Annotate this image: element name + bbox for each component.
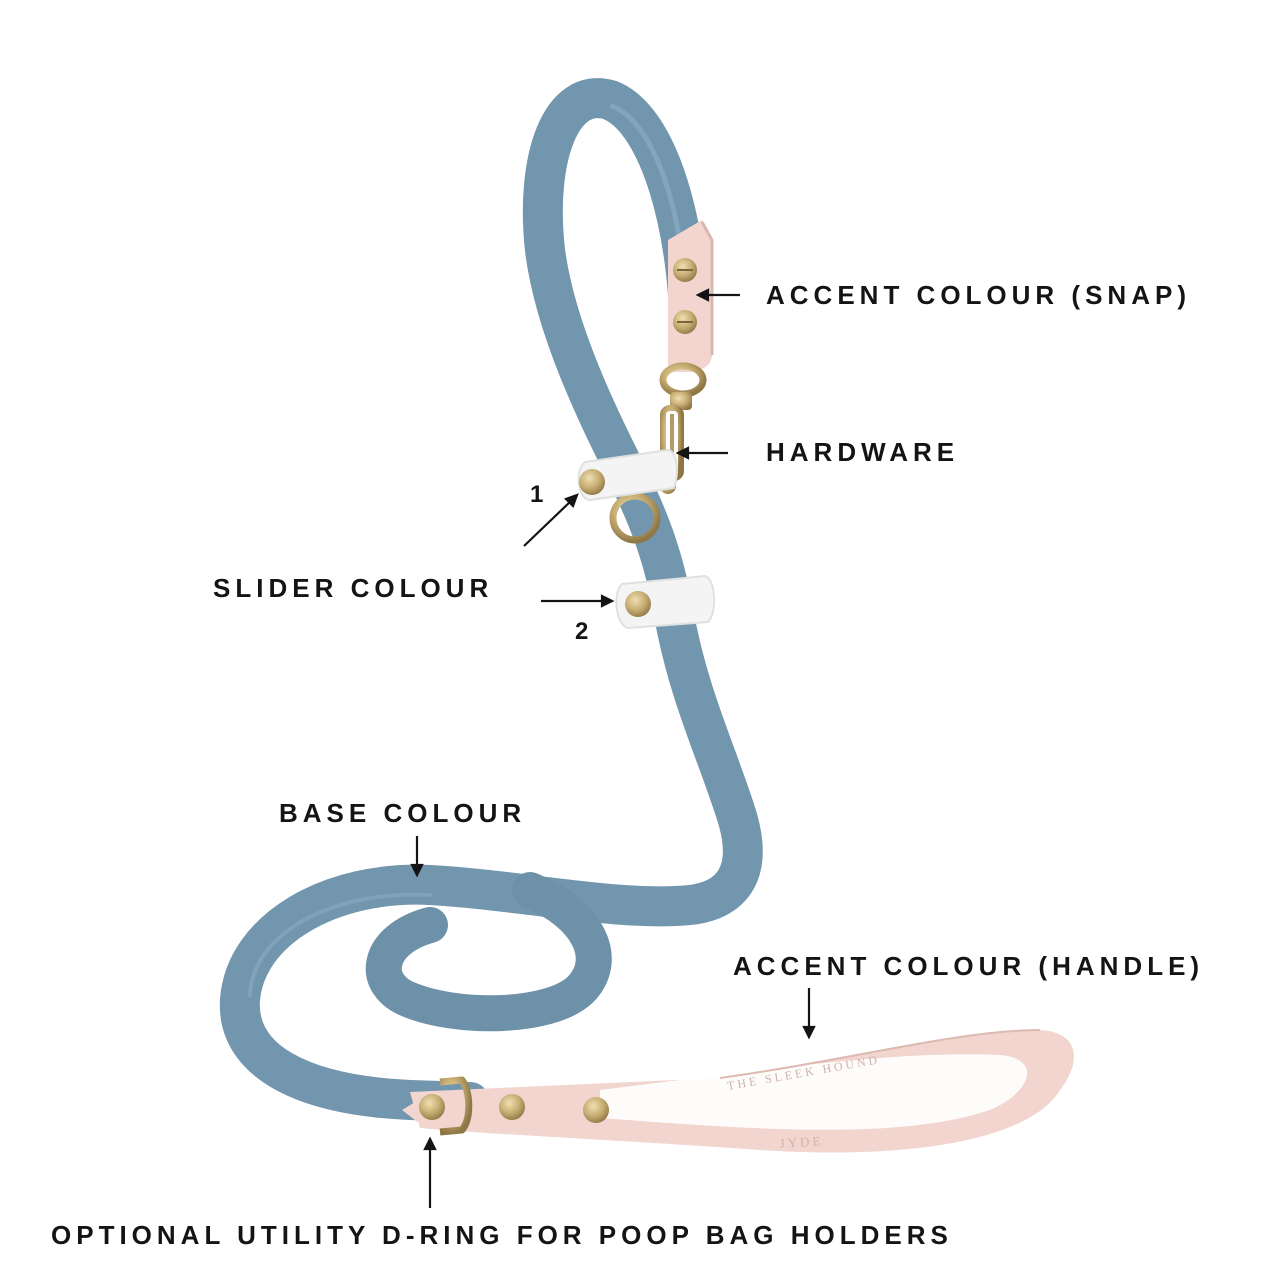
slider-2-rivet [625,591,651,617]
slider-2 [615,574,716,630]
handle: THE SLEEK HOUND JYDE [402,1029,1074,1153]
label-dring: OPTIONAL UTILITY D-RING FOR POOP BAG HOL… [51,1220,953,1250]
embossed-name: JYDE [779,1133,824,1151]
handle-rivet-3 [583,1097,609,1123]
slider-number-1: 1 [530,481,544,508]
label-hardware: HARDWARE [766,437,960,467]
handle-rivet-2 [499,1094,525,1120]
label-base: BASE COLOUR [279,798,527,828]
arrow-slider-1 [523,499,573,547]
utility-d-ring [439,1076,473,1136]
label-slider: SLIDER COLOUR [213,573,494,603]
snap-accent-tab [668,220,714,372]
label-accent-snap: ACCENT COLOUR (SNAP) [766,280,1191,310]
annotation-arrows [410,288,816,1208]
slider-number-2: 2 [575,618,589,645]
handle-rivet-1 [419,1094,445,1120]
label-accent-handle: ACCENT COLOUR (HANDLE) [733,951,1205,981]
slider-1-rivet [579,469,605,495]
slider-1 [577,448,678,502]
o-ring [609,492,661,544]
